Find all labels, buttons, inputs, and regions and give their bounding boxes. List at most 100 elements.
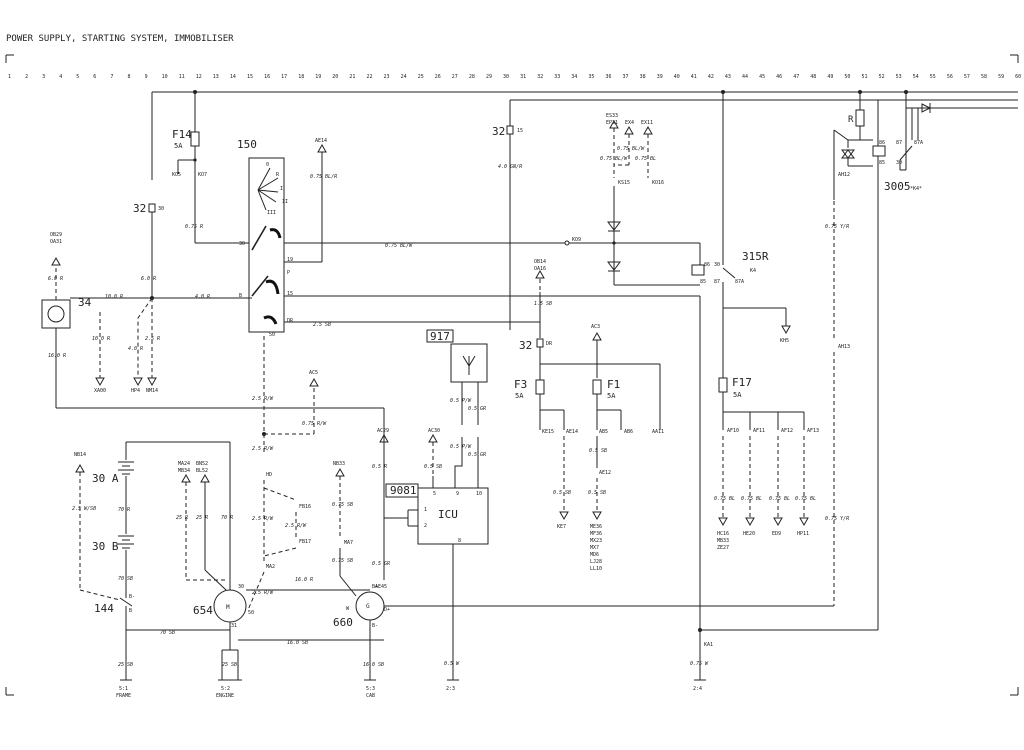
ref-ks15: KS15 xyxy=(618,180,630,186)
column-number: 38 xyxy=(640,74,646,80)
wire-label-05sb: 0.5 SB xyxy=(424,464,442,470)
wire-label-40r-b: 4.0 R xyxy=(128,346,143,352)
connector-32c-pin: DR xyxy=(546,341,553,347)
column-number: 41 xyxy=(691,74,697,80)
wire-label-075sb: 0.75 SB xyxy=(332,502,353,508)
column-number: 60 xyxy=(1015,74,1021,80)
relay-3005-pin87: 87 xyxy=(896,140,902,146)
ref-ab5: AB5 xyxy=(599,429,608,435)
wire-label-25rw: 2.5 R/W xyxy=(252,396,274,402)
ref-hp4: HP4 xyxy=(131,388,140,394)
icu-pin10: 10 xyxy=(476,491,482,497)
ignition-switch-150-label: 150 xyxy=(237,138,257,151)
wire-label-05sb-b: 0.5 SB xyxy=(553,490,571,496)
wire-label-075bl-top: 0.75 BL xyxy=(635,156,656,162)
wire-label-075sb-b: 0.75 SB xyxy=(332,558,353,564)
ref-ed9: ED9 xyxy=(772,531,781,537)
alt-pin-bplus: B+ xyxy=(372,584,378,590)
fuse-f17-label: F17 xyxy=(732,376,752,389)
relay-3005-pin30: 30 xyxy=(896,160,902,166)
ref-mb34: MB34 xyxy=(178,468,190,474)
column-number: 47 xyxy=(793,74,799,80)
wire-label-05pw: 0.5 P/W xyxy=(450,398,472,404)
column-number: 32 xyxy=(537,74,543,80)
ign-term-19: 19 xyxy=(287,257,293,263)
ref-mb33: MB33 xyxy=(717,538,729,544)
fuse-f3 xyxy=(535,379,545,395)
ref-ob14: OB14 xyxy=(534,259,546,265)
starter-motor-654-symbol: M xyxy=(226,604,230,611)
relay-3005-label: 3005 xyxy=(884,180,911,193)
fuse-f1-label: F1 xyxy=(607,378,620,391)
relay-315r-pin85: 85 xyxy=(700,279,706,285)
column-number: 29 xyxy=(486,74,492,80)
column-number: 18 xyxy=(298,74,304,80)
column-number: 51 xyxy=(862,74,868,80)
column-number: 4 xyxy=(59,74,62,80)
column-number: 21 xyxy=(349,74,355,80)
ref-af10: AF10 xyxy=(727,428,739,434)
wire-label-25r-a: 25 R xyxy=(176,515,188,521)
ref-ko16: KO16 xyxy=(652,180,664,186)
ref-me36: ME36 xyxy=(590,524,602,530)
ref-oa16: OA16 xyxy=(534,266,546,272)
wire-label-25rw-b: 2.5 R/W xyxy=(252,446,274,452)
fuse-f1 xyxy=(592,379,602,395)
ref-nb14: NB14 xyxy=(74,452,86,458)
fuse-f14-label: F14 xyxy=(172,128,192,141)
ref-bl52: BL52 xyxy=(196,468,208,474)
ref-ae12: AE12 xyxy=(599,470,611,476)
ref-lj28: LJ28 xyxy=(590,559,602,565)
column-number: 3 xyxy=(42,74,45,80)
ground-2-4: 2:4 xyxy=(693,686,702,692)
ref-af12: AF12 xyxy=(781,428,793,434)
column-number: 27 xyxy=(452,74,458,80)
column-number: 17 xyxy=(281,74,287,80)
wire-label-075blw-b: 0.75 BL/W xyxy=(617,146,645,152)
column-number: 37 xyxy=(623,74,629,80)
wire-label-70r-b: 70 R xyxy=(221,515,233,521)
icu-pin9: 9 xyxy=(456,491,459,497)
wire-label-05gr-b: 0.5 GR xyxy=(468,452,486,458)
wire-label-05sb-d: 0.5 SB xyxy=(588,490,606,496)
ref-af11: AF11 xyxy=(753,428,765,434)
fuse-f14-rating: 5A xyxy=(174,142,183,150)
relay-315r-coil xyxy=(691,264,705,276)
fuse-f3-label: F3 xyxy=(514,378,527,391)
ground-5-2: 5:2 xyxy=(221,686,230,692)
ign-pos-r: R xyxy=(276,172,280,178)
column-number: 16 xyxy=(264,74,270,80)
column-number: 35 xyxy=(588,74,594,80)
relay-3005-pin85: 85 xyxy=(879,160,885,166)
ref-ko5: KO5 xyxy=(172,172,181,178)
column-number: 45 xyxy=(759,74,765,80)
relay-315r-pin86: 86 xyxy=(704,262,710,268)
relay-315r-pin87: 87 xyxy=(714,279,720,285)
ref-ae45: AE45 xyxy=(375,584,387,590)
ref-ex11: EX11 xyxy=(641,120,653,126)
ref-mf36: MF36 xyxy=(590,531,602,537)
ref-ma2: MA2 xyxy=(266,564,275,570)
ign-pos-i: I xyxy=(280,186,283,192)
component-34 xyxy=(41,299,71,329)
wire-label-075bl-b: 0.75 BL xyxy=(741,496,762,502)
relay-3005-sub: *K4* xyxy=(910,186,922,192)
ref-ke15: KE15 xyxy=(542,429,554,435)
resistor-r xyxy=(855,109,865,127)
column-number: 26 xyxy=(435,74,441,80)
wire-label-075blw: 0.75 BL/W xyxy=(385,243,413,249)
ref-md6: MD6 xyxy=(590,552,599,558)
wire-label-40r: 4.0 R xyxy=(195,294,210,300)
ground-5-1-label: FRAME xyxy=(116,693,131,699)
ref-fb16: FB16 xyxy=(299,504,311,510)
connector-32a-pin: 30 xyxy=(158,206,164,212)
ref-hd: HD xyxy=(266,472,272,478)
column-number: 31 xyxy=(520,74,526,80)
column-number: 44 xyxy=(742,74,748,80)
wire-label-05sb-c: 0.5 SB xyxy=(589,448,607,454)
column-number: 30 xyxy=(503,74,509,80)
wire-label-05r: 0.5 R xyxy=(372,464,387,470)
ign-term-dr: DR xyxy=(287,318,294,324)
wire-label-100r: 10.0 R xyxy=(105,294,123,300)
column-number: 57 xyxy=(964,74,970,80)
